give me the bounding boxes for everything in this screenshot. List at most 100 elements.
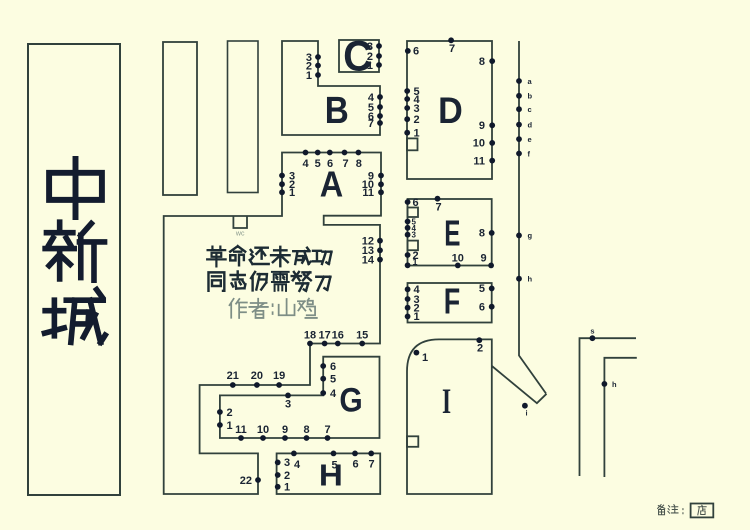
svg-text:5: 5 <box>315 158 321 170</box>
svg-text:1: 1 <box>289 187 295 199</box>
svg-text:E: E <box>444 214 460 254</box>
svg-text:13: 13 <box>362 245 374 257</box>
svg-text:6: 6 <box>413 46 419 58</box>
svg-text:D: D <box>438 90 463 132</box>
svg-text:b: b <box>528 92 533 101</box>
svg-text:4: 4 <box>414 284 421 296</box>
svg-text:7: 7 <box>324 424 330 436</box>
svg-text:s: s <box>590 327 594 336</box>
svg-text:8: 8 <box>303 424 309 436</box>
svg-text:7: 7 <box>449 43 455 55</box>
svg-text:c: c <box>528 105 532 114</box>
svg-text:8: 8 <box>479 56 485 68</box>
svg-text:18: 18 <box>304 330 316 342</box>
svg-text:4: 4 <box>330 388 337 400</box>
svg-text:9: 9 <box>282 424 288 436</box>
svg-text:7: 7 <box>435 202 441 214</box>
svg-text:5: 5 <box>412 218 417 227</box>
svg-text:14: 14 <box>362 254 375 266</box>
svg-text:17: 17 <box>318 330 330 342</box>
svg-text:9: 9 <box>480 253 486 265</box>
svg-text:2: 2 <box>414 114 420 126</box>
svg-text:8: 8 <box>356 158 362 170</box>
svg-text:3: 3 <box>289 170 295 182</box>
svg-text:2: 2 <box>289 179 295 191</box>
svg-text:6: 6 <box>330 361 336 373</box>
svg-text:5: 5 <box>331 460 337 472</box>
svg-text:11: 11 <box>473 155 485 167</box>
svg-text:a: a <box>528 77 533 86</box>
svg-text:6: 6 <box>352 459 358 471</box>
svg-text:i: i <box>525 409 527 418</box>
svg-text:1: 1 <box>414 311 420 323</box>
svg-text:2: 2 <box>284 470 290 482</box>
svg-text:12: 12 <box>362 236 374 248</box>
svg-text:f: f <box>528 149 531 158</box>
svg-text:3: 3 <box>414 103 420 115</box>
svg-text:7: 7 <box>368 118 374 130</box>
svg-text:19: 19 <box>273 370 285 382</box>
svg-text:10: 10 <box>452 253 464 265</box>
svg-text:21: 21 <box>227 370 239 382</box>
svg-text:22: 22 <box>240 475 252 487</box>
svg-text:G: G <box>339 381 362 419</box>
svg-text:9: 9 <box>479 120 485 132</box>
svg-text:2: 2 <box>367 51 373 63</box>
svg-text:6: 6 <box>413 197 419 209</box>
svg-text:16: 16 <box>332 330 344 342</box>
svg-text:15: 15 <box>356 330 368 342</box>
svg-text:H: H <box>319 458 343 492</box>
svg-text:e: e <box>528 135 532 144</box>
svg-text:h: h <box>528 275 533 284</box>
svg-text:6: 6 <box>327 158 333 170</box>
svg-text:11: 11 <box>362 187 374 199</box>
svg-text:1: 1 <box>414 128 420 140</box>
svg-text:5: 5 <box>414 86 420 98</box>
svg-text:3: 3 <box>412 231 417 240</box>
svg-text:2: 2 <box>413 250 419 262</box>
svg-text:9: 9 <box>368 170 374 182</box>
svg-text:I: I <box>442 381 451 421</box>
svg-text:g: g <box>528 231 533 240</box>
svg-text:7: 7 <box>342 158 348 170</box>
svg-text:1: 1 <box>367 60 373 72</box>
svg-text:10: 10 <box>473 138 485 150</box>
svg-text:2: 2 <box>477 343 483 355</box>
svg-text:10: 10 <box>257 424 269 436</box>
svg-text:A: A <box>320 165 344 205</box>
svg-text:3: 3 <box>284 457 290 469</box>
svg-text:1: 1 <box>306 70 312 82</box>
svg-text:1: 1 <box>284 482 290 494</box>
svg-text:3: 3 <box>306 52 312 64</box>
svg-text:5: 5 <box>479 283 485 295</box>
svg-text:8: 8 <box>479 228 485 240</box>
svg-text:3: 3 <box>367 41 373 53</box>
svg-text:3: 3 <box>414 294 420 306</box>
svg-text:20: 20 <box>251 370 263 382</box>
svg-text:d: d <box>528 120 533 129</box>
svg-text:h: h <box>612 380 617 389</box>
svg-text:1: 1 <box>413 257 418 267</box>
svg-text:B: B <box>325 89 349 131</box>
svg-text:5: 5 <box>330 374 336 386</box>
svg-text:wc: wc <box>235 231 245 238</box>
svg-text:2: 2 <box>414 303 420 315</box>
svg-text:3: 3 <box>285 399 291 411</box>
svg-text:6: 6 <box>368 111 374 123</box>
svg-text:5: 5 <box>368 102 374 114</box>
svg-text:4: 4 <box>414 94 421 106</box>
svg-text:C: C <box>343 32 372 80</box>
svg-text:4: 4 <box>302 158 309 170</box>
svg-text:4: 4 <box>412 224 417 233</box>
svg-text:6: 6 <box>479 302 485 314</box>
svg-text:11: 11 <box>235 424 247 436</box>
svg-text:1: 1 <box>422 352 428 364</box>
svg-text:4: 4 <box>368 92 375 104</box>
svg-text:2: 2 <box>306 60 312 72</box>
svg-text:4: 4 <box>294 459 301 471</box>
svg-text:7: 7 <box>368 459 374 471</box>
svg-text:1: 1 <box>227 420 233 432</box>
svg-text:F: F <box>444 281 460 322</box>
svg-text:10: 10 <box>362 179 374 191</box>
svg-text:2: 2 <box>227 407 233 419</box>
